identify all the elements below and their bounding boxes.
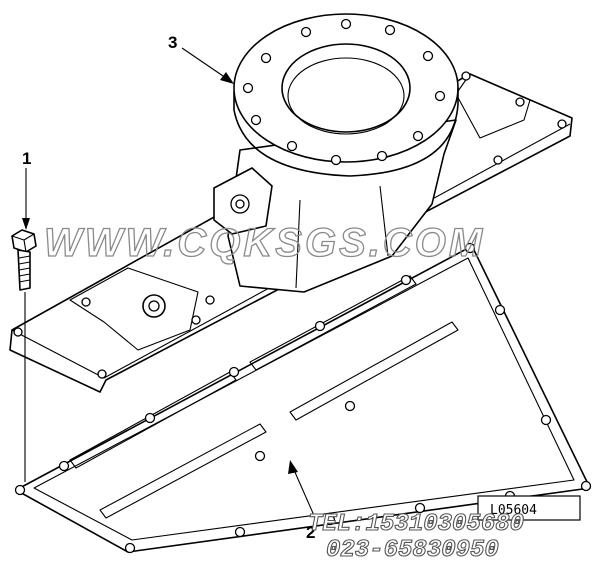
outlet-housing <box>213 13 459 293</box>
contact-phone: TEL:15310305680 <box>308 511 524 538</box>
callout-housing: 3 <box>168 33 177 52</box>
capscrew <box>11 229 37 482</box>
reference-code: L05604 <box>490 503 537 518</box>
callout-gasket: 2 <box>306 523 315 542</box>
watermark-text: WWW.CQKSGS.COM <box>44 221 485 265</box>
contact-landline: 023-65830950 <box>326 537 499 564</box>
reference-box: L05604 <box>477 495 581 521</box>
callout-bolt: 1 <box>22 149 31 168</box>
leader-lines <box>22 47 317 521</box>
